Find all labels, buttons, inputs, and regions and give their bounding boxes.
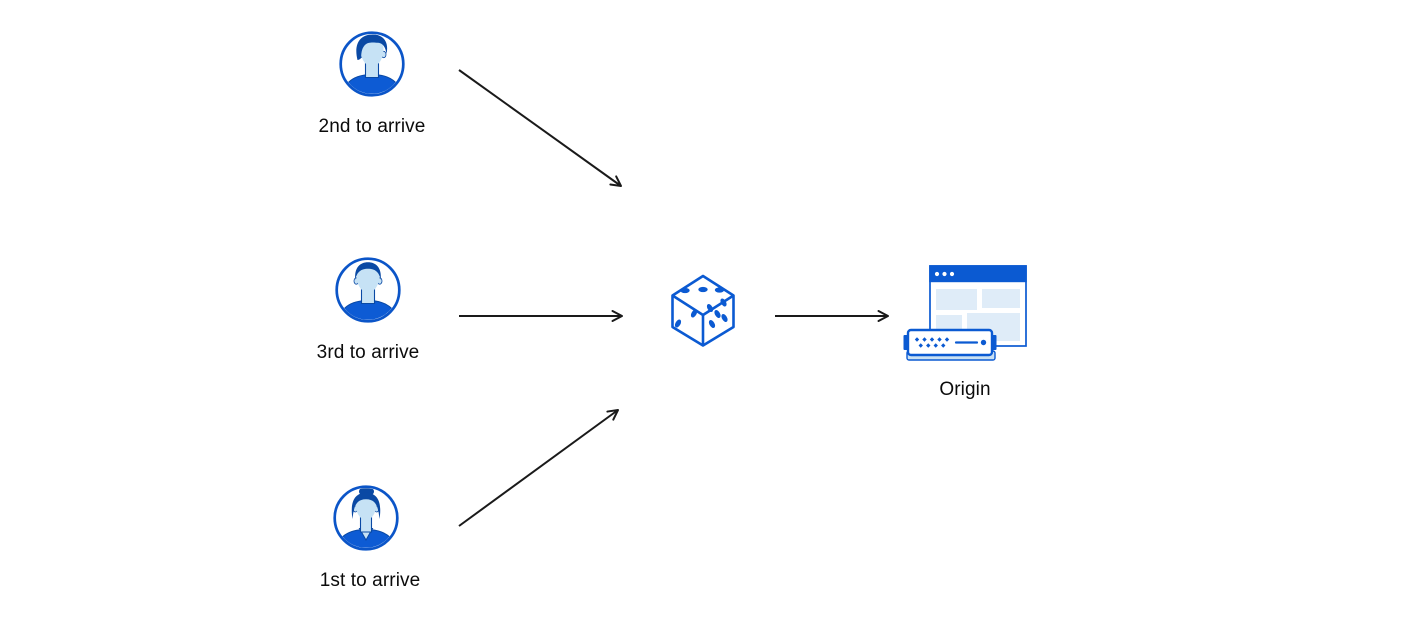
node-origin: Origin (895, 262, 1030, 400)
node-visitor-second: 2nd to arrive (319, 30, 425, 137)
user-man-swept-hair-avatar-icon (339, 31, 405, 97)
arrow-first-to-dice (458, 409, 619, 527)
node-label-origin: Origin (939, 379, 991, 400)
node-label-visitor-third: 3rd to arrive (316, 342, 420, 363)
dice-icon (671, 274, 735, 347)
node-visitor-first: 1st to arrive (320, 484, 420, 591)
arrow-second-to-dice (458, 69, 622, 187)
node-label-visitor-second: 2nd to arrive (318, 116, 426, 137)
origin-server-browser-icon (903, 265, 1027, 361)
user-woman-bun-avatar-icon (333, 485, 399, 551)
node-label-visitor-first: 1st to arrive (319, 570, 421, 591)
node-randomizer (668, 272, 738, 350)
node-visitor-third: 3rd to arrive (317, 256, 419, 363)
user-man-short-hair-avatar-icon (335, 257, 401, 323)
